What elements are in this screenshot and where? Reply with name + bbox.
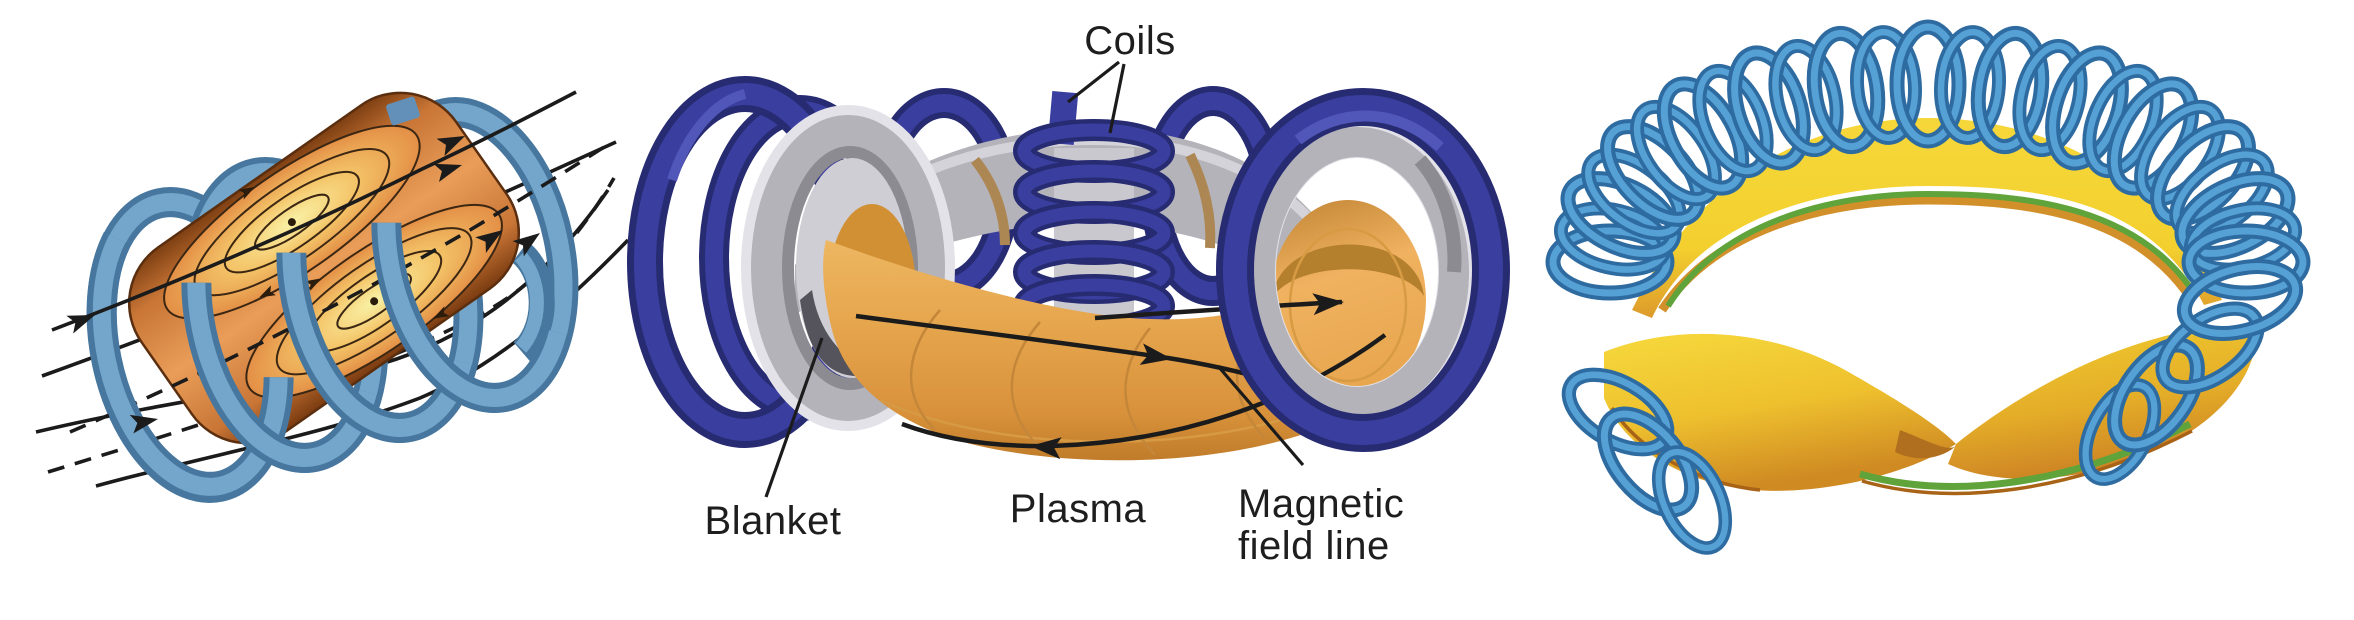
central-solenoid [1013, 90, 1175, 338]
blanket-reflection [971, 156, 1010, 246]
toroidal-coil [1223, 95, 1503, 445]
stellarator-panel [1553, 27, 2303, 558]
field-line-dashed-axis [69, 140, 613, 434]
blanket-label: Blanket [705, 499, 842, 543]
plasma-lobe-rim [1610, 407, 1761, 492]
magnetic-field-line-label-line2: field line [1238, 524, 1390, 568]
coil-highlight [667, 89, 747, 182]
tokamak-panel: Coils Blanket Plasma Magnetic field line [627, 19, 1510, 568]
magnetic-axis-dot [287, 218, 296, 227]
coil-hoop-end [514, 251, 544, 353]
coils-leader-line [1108, 63, 1126, 134]
right-blanket [1236, 118, 1478, 426]
helical-coil-front [86, 96, 573, 502]
solenoid-windings [1013, 119, 1175, 338]
coil-hoop-front [276, 252, 478, 443]
magnetic-field-line-label-line1: Magnetic [1238, 482, 1404, 526]
blanket-leader-line [764, 337, 824, 498]
coils-label: Coils [1084, 19, 1175, 63]
flux-surfaces-upper [163, 124, 421, 320]
coil-highlight [1294, 110, 1444, 152]
field-line-top [51, 90, 577, 332]
magnetic-field-leader-line [1216, 364, 1305, 467]
plasma-face-shadow [1272, 244, 1424, 298]
plasma-stripe-green [1665, 190, 2199, 308]
plasma-slab-body [127, 91, 521, 445]
coil-ribbon-tab [386, 96, 420, 126]
blanket-reflection [1185, 152, 1216, 249]
plasma-shading [879, 398, 1321, 443]
leader-lines [764, 60, 1305, 498]
plasma-twist-shadow [1895, 430, 1956, 459]
coil-hoop-front [181, 282, 383, 473]
plasma-label: Plasma [1010, 487, 1147, 531]
coils-leader-line [1067, 60, 1120, 104]
blanket-bore-shadow [800, 290, 878, 377]
magnetic-axis-dot [370, 297, 379, 306]
annotations: Coils Blanket Plasma Magnetic field line [705, 19, 1404, 568]
blanket-shade [1414, 155, 1462, 273]
right-coil [1216, 88, 1510, 452]
coil-hoop-front [371, 222, 573, 413]
left-blanket [741, 105, 955, 431]
helical-coil-plasma-concept-panel [35, 90, 630, 503]
